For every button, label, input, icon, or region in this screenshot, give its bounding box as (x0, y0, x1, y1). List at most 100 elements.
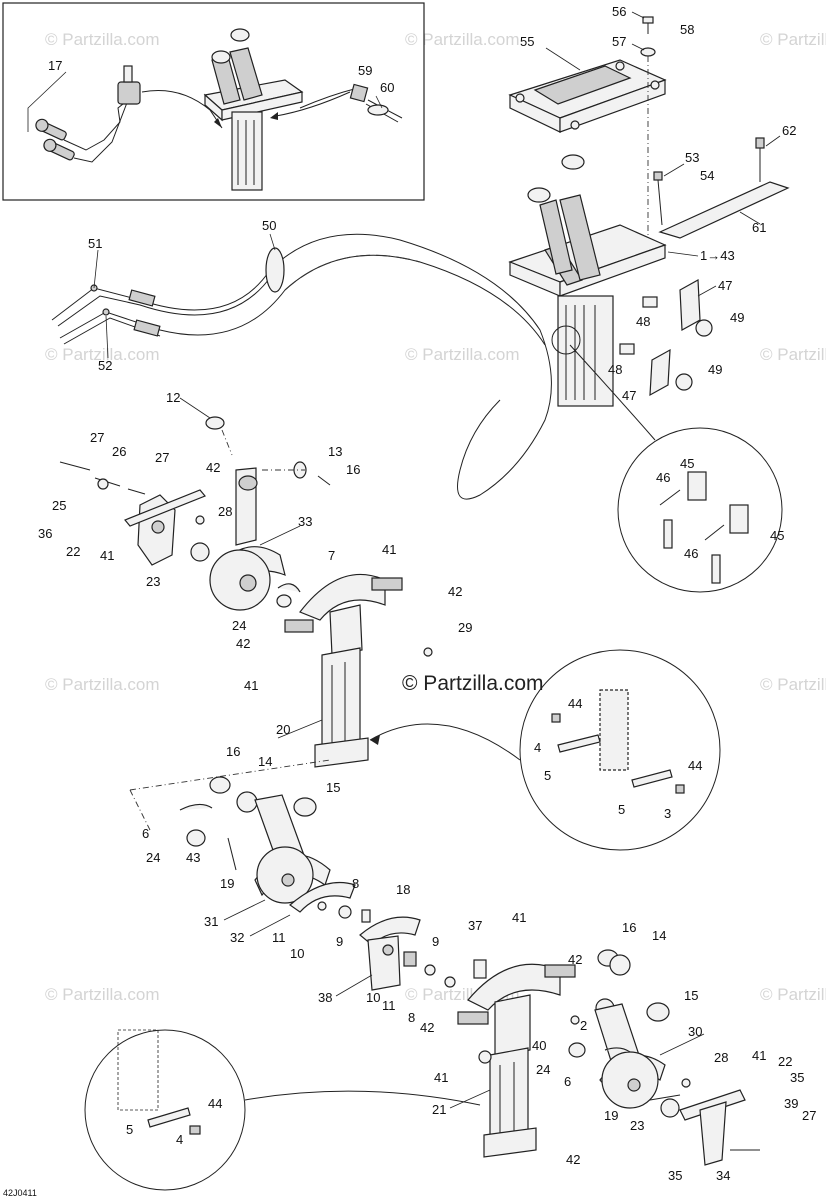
label-49: 49 (708, 362, 722, 377)
plates-47 (619, 279, 713, 397)
label-45: 45 (680, 456, 694, 471)
drawing-code: 42J0411 (3, 1188, 37, 1198)
label-6: 6 (564, 1074, 571, 1089)
inset-box-complete-assembly (2, 2, 425, 201)
label-4: 4 (534, 740, 541, 755)
part-labels: 17 59 60 56 58 55 57 62 53 54 61 1→43 47… (3, 4, 816, 1198)
label-15: 15 (684, 988, 698, 1003)
label-42: 42 (206, 460, 220, 475)
label-42: 42 (568, 952, 582, 967)
label-5: 5 (126, 1122, 133, 1137)
label-40: 40 (532, 1038, 546, 1053)
bracket-61 (658, 137, 790, 239)
label-37: 37 (468, 918, 482, 933)
label-59: 59 (358, 63, 372, 78)
detail-circle-lower (84, 1029, 481, 1191)
label-42: 42 (420, 1020, 434, 1035)
label-60: 60 (380, 80, 394, 95)
label-44: 44 (208, 1096, 222, 1111)
label-20: 20 (276, 722, 290, 737)
label-6: 6 (142, 826, 149, 841)
label-11: 11 (382, 998, 396, 1013)
watermark: © Partzilla.com (760, 30, 826, 49)
label-33: 33 (298, 514, 312, 529)
label-48: 48 (636, 314, 650, 329)
label-3: 3 (664, 806, 671, 821)
label-58: 58 (680, 22, 694, 37)
label-50: 50 (262, 218, 276, 233)
label-51: 51 (88, 236, 102, 251)
label-24: 24 (536, 1062, 550, 1077)
screw-56 (640, 16, 656, 250)
label-10: 10 (290, 946, 304, 961)
label-57: 57 (612, 34, 626, 49)
screw-53 (653, 171, 663, 226)
lever-assembly-lower-right (568, 949, 760, 1166)
label-41: 41 (752, 1048, 766, 1063)
label-54: 54 (700, 168, 714, 183)
control-cables (51, 233, 552, 500)
watermark: © Partzilla.com (45, 30, 160, 49)
shift-tower-20 (276, 573, 433, 768)
label-42: 42 (566, 1152, 580, 1167)
label-42: 42 (236, 636, 250, 651)
label-34: 34 (716, 1168, 730, 1183)
label-11: 11 (272, 930, 286, 945)
watermark: © Partzilla.com (45, 985, 160, 1004)
label-41: 41 (512, 910, 526, 925)
control-housing-main (508, 154, 667, 407)
label-21: 21 (432, 1102, 446, 1117)
label-32: 32 (230, 930, 244, 945)
label-12: 12 (166, 390, 180, 405)
label-22: 22 (778, 1054, 792, 1069)
label-4: 4 (176, 1132, 183, 1147)
label-10: 10 (366, 990, 380, 1005)
shift-tower-21 (457, 959, 576, 1158)
label-16: 16 (346, 462, 360, 477)
label-9: 9 (336, 934, 343, 949)
label-5: 5 (618, 802, 625, 817)
label-22: 22 (66, 544, 80, 559)
label-19: 19 (220, 876, 234, 891)
label-53: 53 (685, 150, 699, 165)
label-45: 45 (770, 528, 784, 543)
label-17: 17 (48, 58, 62, 73)
label-29: 29 (458, 620, 472, 635)
label-61: 61 (752, 220, 766, 235)
label-31: 31 (204, 914, 218, 929)
label-7: 7 (328, 548, 335, 563)
label-27: 27 (155, 450, 169, 465)
label-49: 49 (730, 310, 744, 325)
label-28: 28 (714, 1050, 728, 1065)
label-30: 30 (688, 1024, 702, 1039)
label-42: 42 (448, 584, 462, 599)
label-44: 44 (568, 696, 582, 711)
label-23: 23 (146, 574, 160, 589)
label-41: 41 (100, 548, 114, 563)
detail-circle-middle (369, 649, 721, 851)
label-47: 47 (718, 278, 732, 293)
label-43: 43 (186, 850, 200, 865)
label-14: 14 (258, 754, 272, 769)
label-19: 19 (604, 1108, 618, 1123)
label-39: 39 (784, 1096, 798, 1111)
detail-circle-switches (569, 344, 783, 593)
label-27: 27 (802, 1108, 816, 1123)
label-26: 26 (112, 444, 126, 459)
label-9: 9 (432, 934, 439, 949)
watermark: © Partzilla.com (405, 345, 520, 364)
watermark: © Partzilla.com (405, 30, 520, 49)
label-46: 46 (684, 546, 698, 561)
watermark: © Partzilla.com (45, 345, 160, 364)
leader-lines (27, 11, 781, 1109)
label-41: 41 (434, 1070, 448, 1085)
label-62: 62 (782, 123, 796, 138)
label-52: 52 (98, 358, 112, 373)
label-8: 8 (408, 1010, 415, 1025)
label-41: 41 (382, 542, 396, 557)
label-28: 28 (218, 504, 232, 519)
label-35: 35 (668, 1168, 682, 1183)
label-35: 35 (790, 1070, 804, 1085)
watermark: © Partzilla.com (760, 345, 826, 364)
